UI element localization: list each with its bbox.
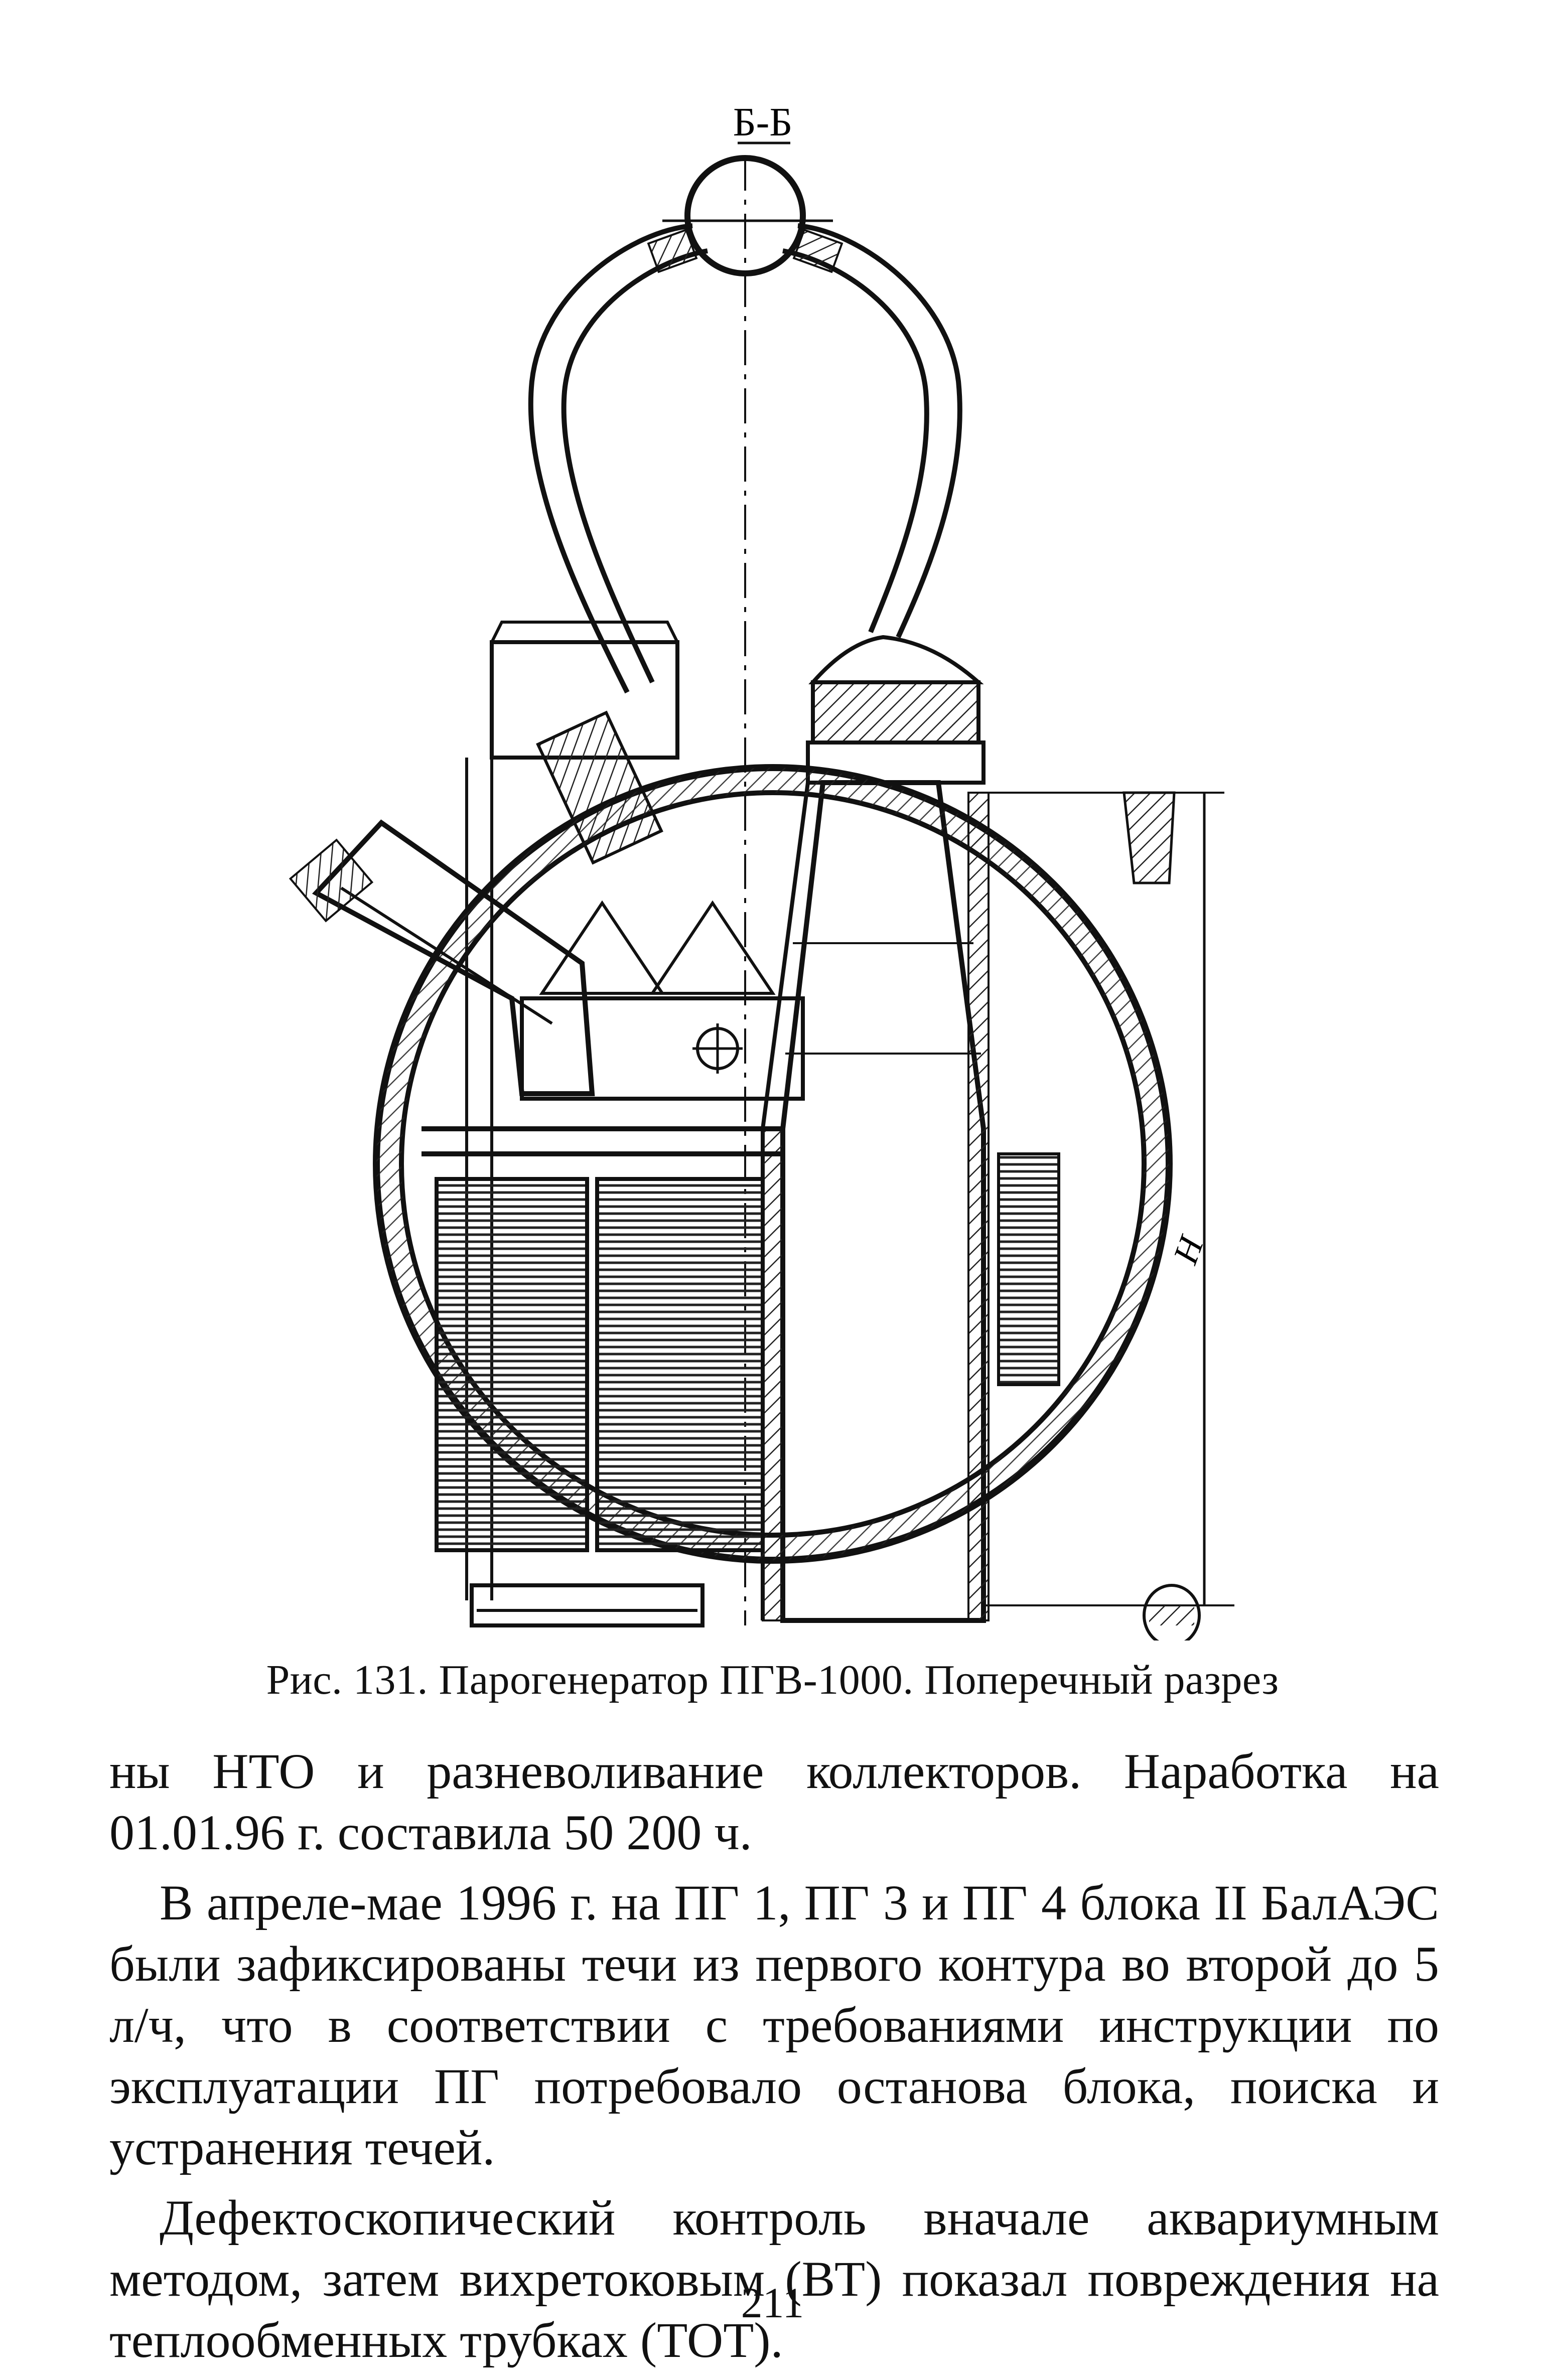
cross-section-svg: Б-Б bbox=[289, 100, 1234, 1647]
left-arch-pipe-outer bbox=[528, 223, 693, 694]
page-number: 211 bbox=[741, 2279, 804, 2327]
paragraph: Дефектоскопический контроль вначале аква… bbox=[109, 2190, 1439, 2368]
tube-bundle-right bbox=[997, 1152, 1060, 1386]
section-label: Б-Б bbox=[733, 100, 793, 144]
right-arch-pipe-outer bbox=[797, 223, 962, 639]
tube-bundle-left bbox=[435, 1177, 589, 1552]
top-sphere bbox=[684, 155, 806, 276]
body-text: ны НТО и разневоливание коллекторов. Нар… bbox=[109, 1741, 1439, 2380]
tube-bundle-middle bbox=[595, 1177, 765, 1552]
figure-caption: Рис. 131. Парогенератор ПГВ-1000. Попере… bbox=[266, 1657, 1279, 1703]
paragraph: ны НТО и разневоливание коллекторов. Нар… bbox=[109, 1743, 1439, 1860]
steam-generator-drawing: Б-Б bbox=[281, 100, 1265, 1647]
paragraph: В апреле-мае 1996 г. на ПГ 1, ПГ 3 и ПГ … bbox=[109, 1875, 1439, 2175]
left-arch-pipe-inner bbox=[561, 248, 708, 684]
right-arch-pipe-inner bbox=[782, 248, 929, 633]
